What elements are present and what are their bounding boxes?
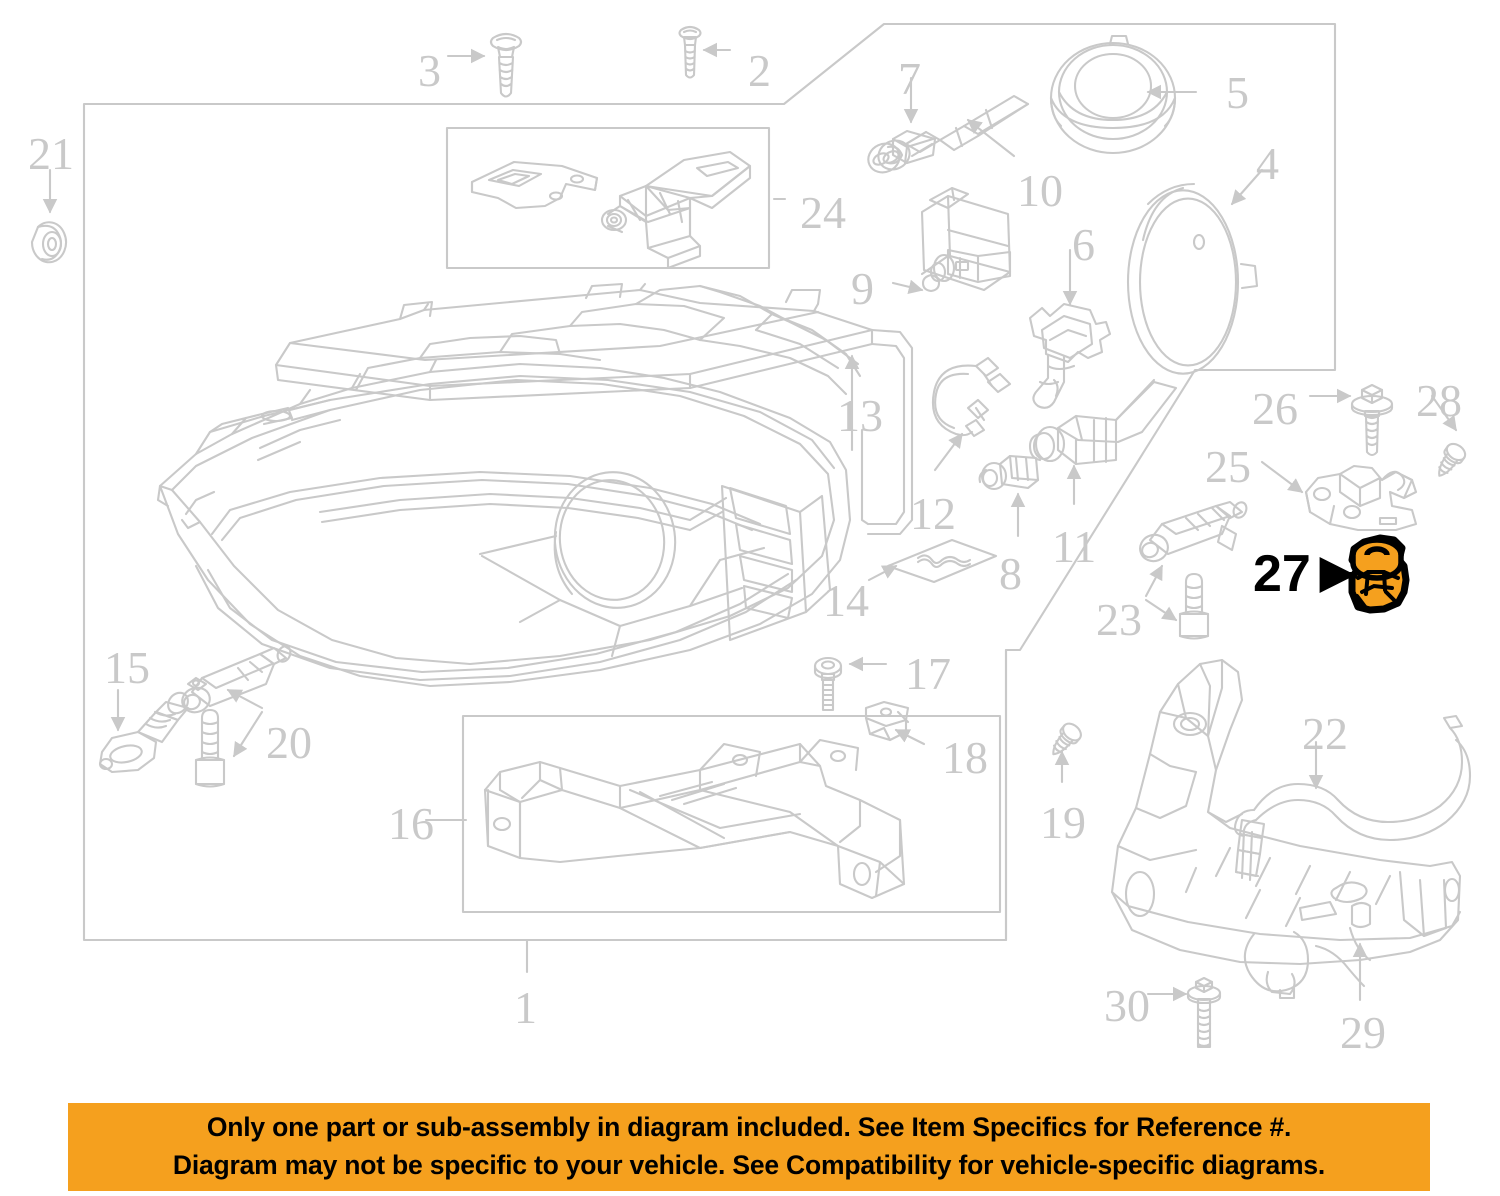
- callout-15: 15: [104, 642, 150, 693]
- callout-5: 5: [1226, 67, 1249, 118]
- leader-23a: [1144, 564, 1164, 598]
- part-20-adjuster-screw: [181, 645, 292, 788]
- callout-10: 10: [1017, 165, 1063, 216]
- callout-19: 19: [1040, 797, 1086, 848]
- callout-27: 27: [1253, 545, 1311, 603]
- part-28-rivet: [1430, 439, 1470, 483]
- callout-25: 25: [1205, 441, 1251, 492]
- leader-4: [1230, 168, 1264, 206]
- part-16-carrier-bracket: [483, 738, 906, 900]
- part-29-support-panel: [1110, 658, 1462, 1000]
- callout-1: 1: [514, 982, 537, 1033]
- callout-11: 11: [1052, 521, 1097, 572]
- part-17-bolt: [813, 656, 843, 712]
- callout-28: 28: [1416, 375, 1462, 426]
- callout-7: 7: [898, 53, 921, 104]
- leader-9: [891, 279, 924, 295]
- part-6-halogen-bulb: [1028, 302, 1112, 409]
- group-box-1: [82, 22, 1337, 942]
- callout-9: 9: [851, 263, 874, 314]
- callout-14: 14: [823, 575, 869, 626]
- part-12-retaining-clip: [931, 356, 1012, 438]
- callout-26: 26: [1252, 383, 1298, 434]
- callout-4: 4: [1256, 138, 1279, 189]
- leader-10: [966, 118, 1016, 158]
- callout-6: 6: [1072, 219, 1095, 270]
- part-23-sensor: [1139, 500, 1248, 563]
- callout-16: 16: [388, 798, 434, 849]
- part-13-side-rail: [860, 328, 914, 536]
- leader-18: [894, 728, 926, 746]
- callout-29: 29: [1340, 1007, 1386, 1058]
- part-21-grommet: [30, 221, 67, 264]
- leader-14: [867, 564, 898, 582]
- part-2-screw: [678, 25, 702, 79]
- callout-30: 30: [1104, 980, 1150, 1031]
- callout-8: 8: [999, 548, 1022, 599]
- part-8-small-bulb: [978, 454, 1040, 491]
- callout-22: 22: [1302, 708, 1348, 759]
- part-4-access-cover: [1126, 182, 1259, 375]
- callout-18: 18: [942, 732, 988, 783]
- part-24-module-kit: [470, 150, 752, 270]
- callout-21: 21: [28, 128, 74, 179]
- callout-12: 12: [910, 488, 956, 539]
- part-10-leveling-motor: [920, 186, 1012, 293]
- callout-3: 3: [418, 45, 441, 96]
- callout-24: 24: [800, 187, 846, 238]
- notice-line-1: Only one part or sub-assembly in diagram…: [206, 1112, 1292, 1143]
- leader-12: [933, 432, 964, 472]
- leader-20a: [226, 688, 264, 710]
- notice-line-2: Diagram may not be specific to your vehi…: [172, 1150, 1326, 1180]
- part-22-harness: [1233, 714, 1472, 882]
- part-11-bulb-holder: [1028, 378, 1178, 466]
- part-5-bulb-cap: [1049, 34, 1177, 155]
- inset-box-16: [461, 714, 1002, 914]
- notice-banner: Only one part or sub-assembly in diagram…: [68, 1103, 1430, 1191]
- callout-23: 23: [1096, 594, 1142, 645]
- leader-25: [1260, 460, 1304, 494]
- leader-28: [1430, 394, 1458, 432]
- inset-box-24: [445, 126, 771, 270]
- callout-20: 20: [266, 717, 312, 768]
- part-1-headlight-assembly: [156, 284, 862, 688]
- part-26-bolt: [1350, 383, 1394, 457]
- callout-13: 13: [837, 390, 883, 441]
- part-25-mounting-bracket: [1304, 464, 1418, 532]
- leader-23b: [1144, 598, 1178, 622]
- part-19-rivet: [1044, 719, 1086, 762]
- part-27-retainer-nut-highlighted: [1348, 534, 1410, 614]
- part-15-adjuster: [98, 691, 190, 774]
- part-30-bolt: [1186, 976, 1222, 1049]
- leader-20b: [232, 710, 264, 758]
- part-3-screw: [489, 32, 523, 98]
- part-7-bulb-socket: [867, 129, 937, 174]
- part-18-clip-nut: [864, 700, 910, 742]
- part-23-bolt: [1178, 572, 1210, 640]
- callout-2: 2: [748, 45, 771, 96]
- part-14-gasket: [886, 538, 998, 584]
- callout-17: 17: [905, 648, 951, 699]
